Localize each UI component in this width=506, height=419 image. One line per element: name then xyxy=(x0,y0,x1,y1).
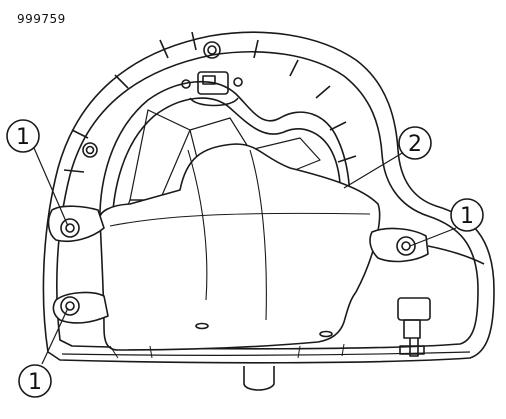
top-stud xyxy=(203,41,221,59)
callout-label: 2 xyxy=(408,132,422,157)
inner-frame xyxy=(99,80,351,231)
callout-1a: 1 xyxy=(6,119,40,153)
callout-label: 1 xyxy=(28,370,42,395)
inner-housing xyxy=(56,51,479,350)
callout-2: 2 xyxy=(398,126,432,160)
callout-1c: 1 xyxy=(450,198,484,232)
outer-housing xyxy=(42,31,495,364)
bottom-tab xyxy=(243,366,275,391)
bolt-left-upper xyxy=(60,218,80,238)
callout-label: 1 xyxy=(460,204,474,229)
top-bracket xyxy=(197,71,229,95)
latch-body xyxy=(397,297,431,321)
bolt-right xyxy=(396,236,416,256)
bolt-left-lower xyxy=(60,296,80,316)
callout-label: 1 xyxy=(16,125,30,150)
callout-1b: 1 xyxy=(18,364,52,398)
left-upper-stud xyxy=(82,142,98,158)
figure-id: 999759 xyxy=(17,12,66,26)
cover-plate xyxy=(99,143,381,351)
inner-frame-2 xyxy=(111,97,342,233)
